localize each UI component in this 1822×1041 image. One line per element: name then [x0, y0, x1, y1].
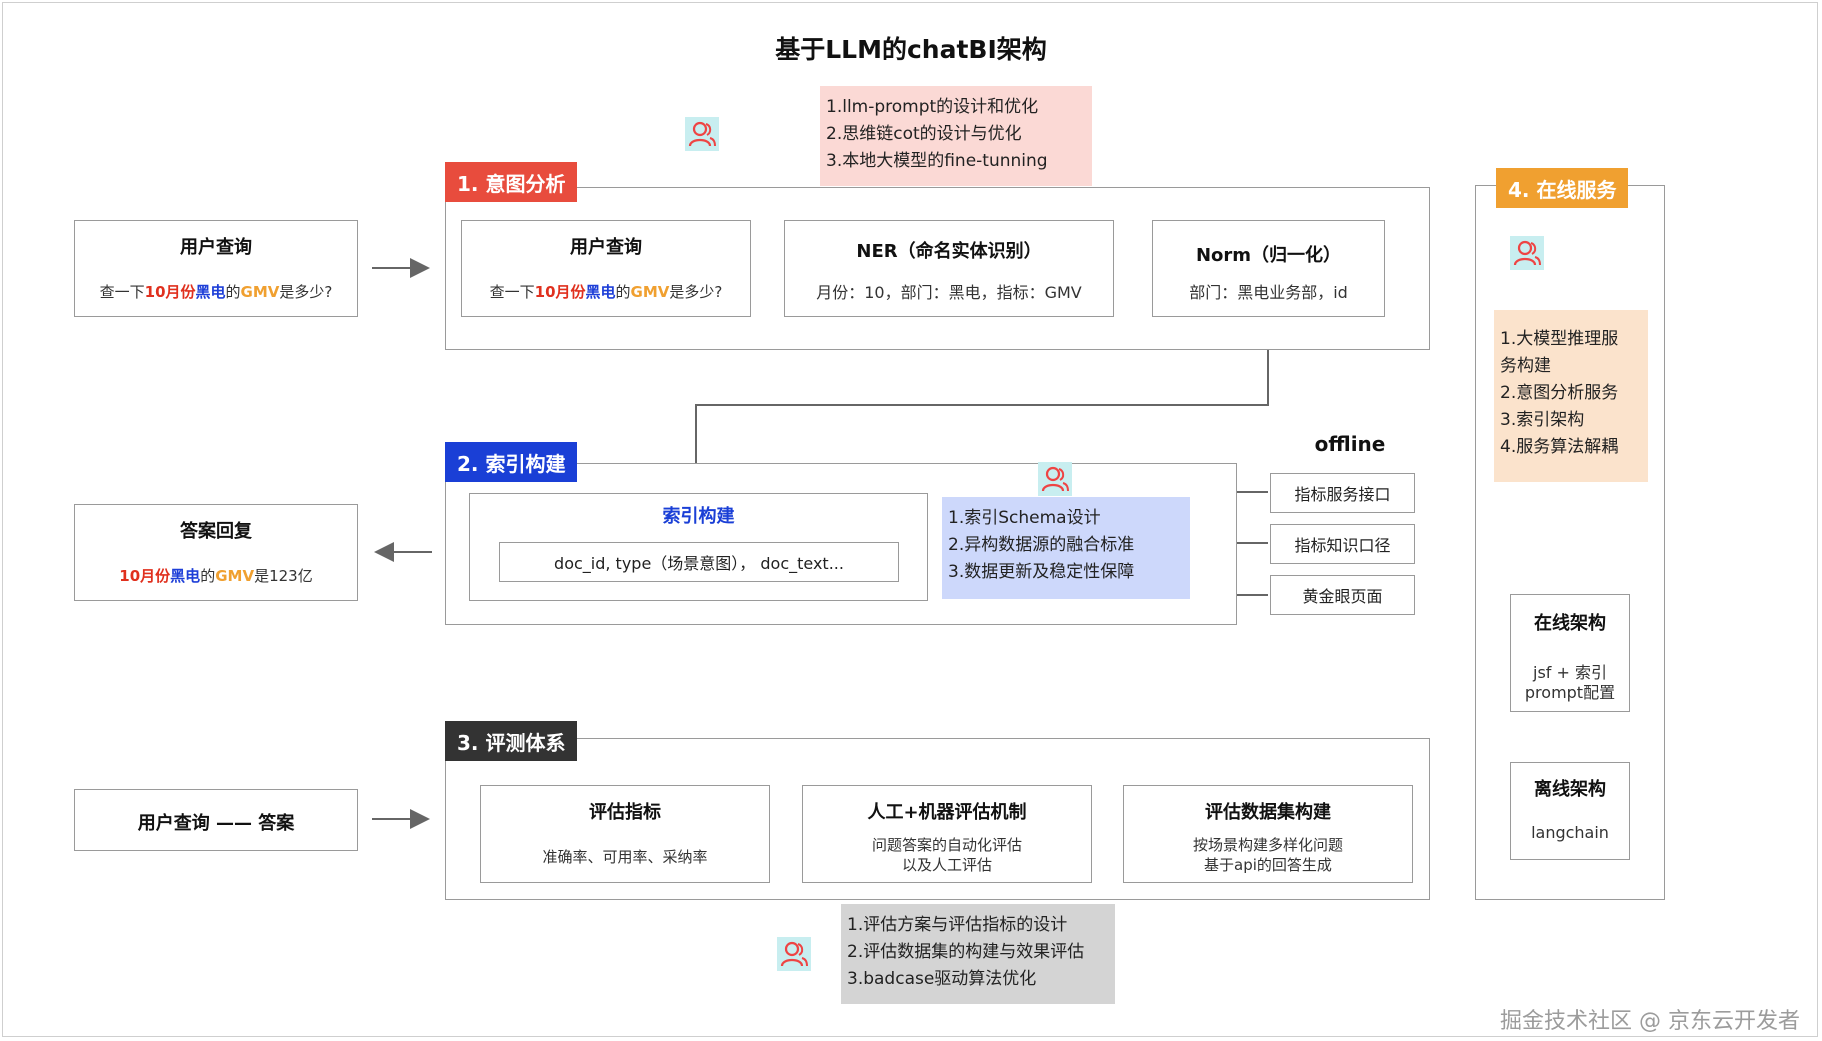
person-icon — [1510, 236, 1544, 270]
eval-dataset-line2: 基于api的回答生成 — [1204, 856, 1332, 874]
offline-label: offline — [1314, 432, 1386, 456]
index-fields: doc_id, type（场景意图）， doc_text... — [499, 542, 899, 582]
source-golden-eye-page: 黄金眼页面 — [1270, 575, 1415, 615]
watermark: 掘金技术社区 @ 京东云开发者 — [1500, 1009, 1800, 1034]
left-query-text: 查一下10月份黑电的GMV是多少? — [99, 283, 333, 301]
eval-metric-box: 评估指标 准确率、可用率、采纳率 — [480, 785, 770, 883]
norm-text: 部门：黑电业务部，id — [1189, 283, 1348, 302]
offline-arch-title: 离线架构 — [1534, 779, 1606, 800]
left-answer-title: 答案回复 — [180, 521, 252, 542]
left-eval-box: 用户查询 —— 答案 — [74, 789, 358, 851]
online-arch-title: 在线架构 — [1534, 613, 1606, 634]
sec1-query-title: 用户查询 — [570, 237, 642, 258]
left-query-box: 用户查询 查一下10月份黑电的GMV是多少? — [74, 220, 358, 317]
offline-arch-line1: langchain — [1531, 823, 1609, 842]
person-icon — [1038, 462, 1072, 496]
source-metric-api: 指标服务接口 — [1270, 473, 1415, 513]
ner-title: NER（命名实体识别） — [856, 241, 1042, 262]
online-arch-box: 在线架构 jsf + 索引 prompt配置 — [1510, 594, 1630, 712]
person-icon — [777, 937, 811, 971]
eval-dataset-title: 评估数据集构建 — [1205, 802, 1331, 823]
norm-box: Norm（归一化） 部门：黑电业务部，id — [1152, 220, 1385, 317]
eval-mechanism-title: 人工+机器评估机制 — [867, 802, 1027, 823]
eval-dataset-line1: 按场景构建多样化问题 — [1192, 836, 1343, 854]
ner-box: NER（命名实体识别） 月份：10，部门：黑电，指标：GMV — [784, 220, 1114, 317]
sec3-tag: 3. 评测体系 — [445, 721, 578, 761]
sec4-tag: 4. 在线服务 — [1496, 168, 1629, 208]
sec1-tag: 1. 意图分析 — [445, 162, 578, 202]
online-arch-line1: jsf + 索引 — [1533, 663, 1607, 682]
arrow-norm-to-index — [686, 318, 1269, 492]
diagram-title: 基于LLM的chatBI架构 — [775, 35, 1047, 64]
source-metric-knowledge: 指标知识口径 — [1270, 524, 1415, 564]
offline-arch-box: 离线架构 langchain — [1510, 762, 1630, 860]
ner-text: 月份：10，部门：黑电，指标：GMV — [816, 283, 1082, 302]
norm-title: Norm（归一化） — [1195, 245, 1342, 266]
sec1-query-text: 查一下10月份黑电的GMV是多少? — [489, 283, 723, 301]
eval-metric-text: 准确率、可用率、采纳率 — [542, 848, 708, 866]
person-icon — [685, 117, 719, 151]
eval-metric-title: 评估指标 — [589, 802, 661, 823]
left-eval-title: 用户查询 —— 答案 — [137, 813, 295, 834]
sec1-query-box: 用户查询 查一下10月份黑电的GMV是多少? — [461, 220, 751, 317]
index-build-title: 索引构建 — [662, 506, 735, 527]
sec2-tag: 2. 索引构建 — [445, 442, 578, 482]
index-build-box: 索引构建 doc_id, type（场景意图）， doc_text... — [469, 493, 928, 601]
online-arch-line2: prompt配置 — [1524, 683, 1616, 702]
eval-mechanism-line1: 问题答案的自动化评估 — [871, 836, 1022, 854]
eval-mechanism-line2: 以及人工评估 — [901, 856, 992, 874]
left-answer-box: 答案回复 10月份黑电的GMV是123亿 — [74, 504, 358, 601]
left-answer-text: 10月份黑电的GMV是123亿 — [119, 567, 313, 585]
eval-dataset-box: 评估数据集构建 按场景构建多样化问题 基于api的回答生成 — [1123, 785, 1413, 883]
eval-mechanism-box: 人工+机器评估机制 问题答案的自动化评估 以及人工评估 — [802, 785, 1092, 883]
left-query-title: 用户查询 — [180, 237, 252, 258]
